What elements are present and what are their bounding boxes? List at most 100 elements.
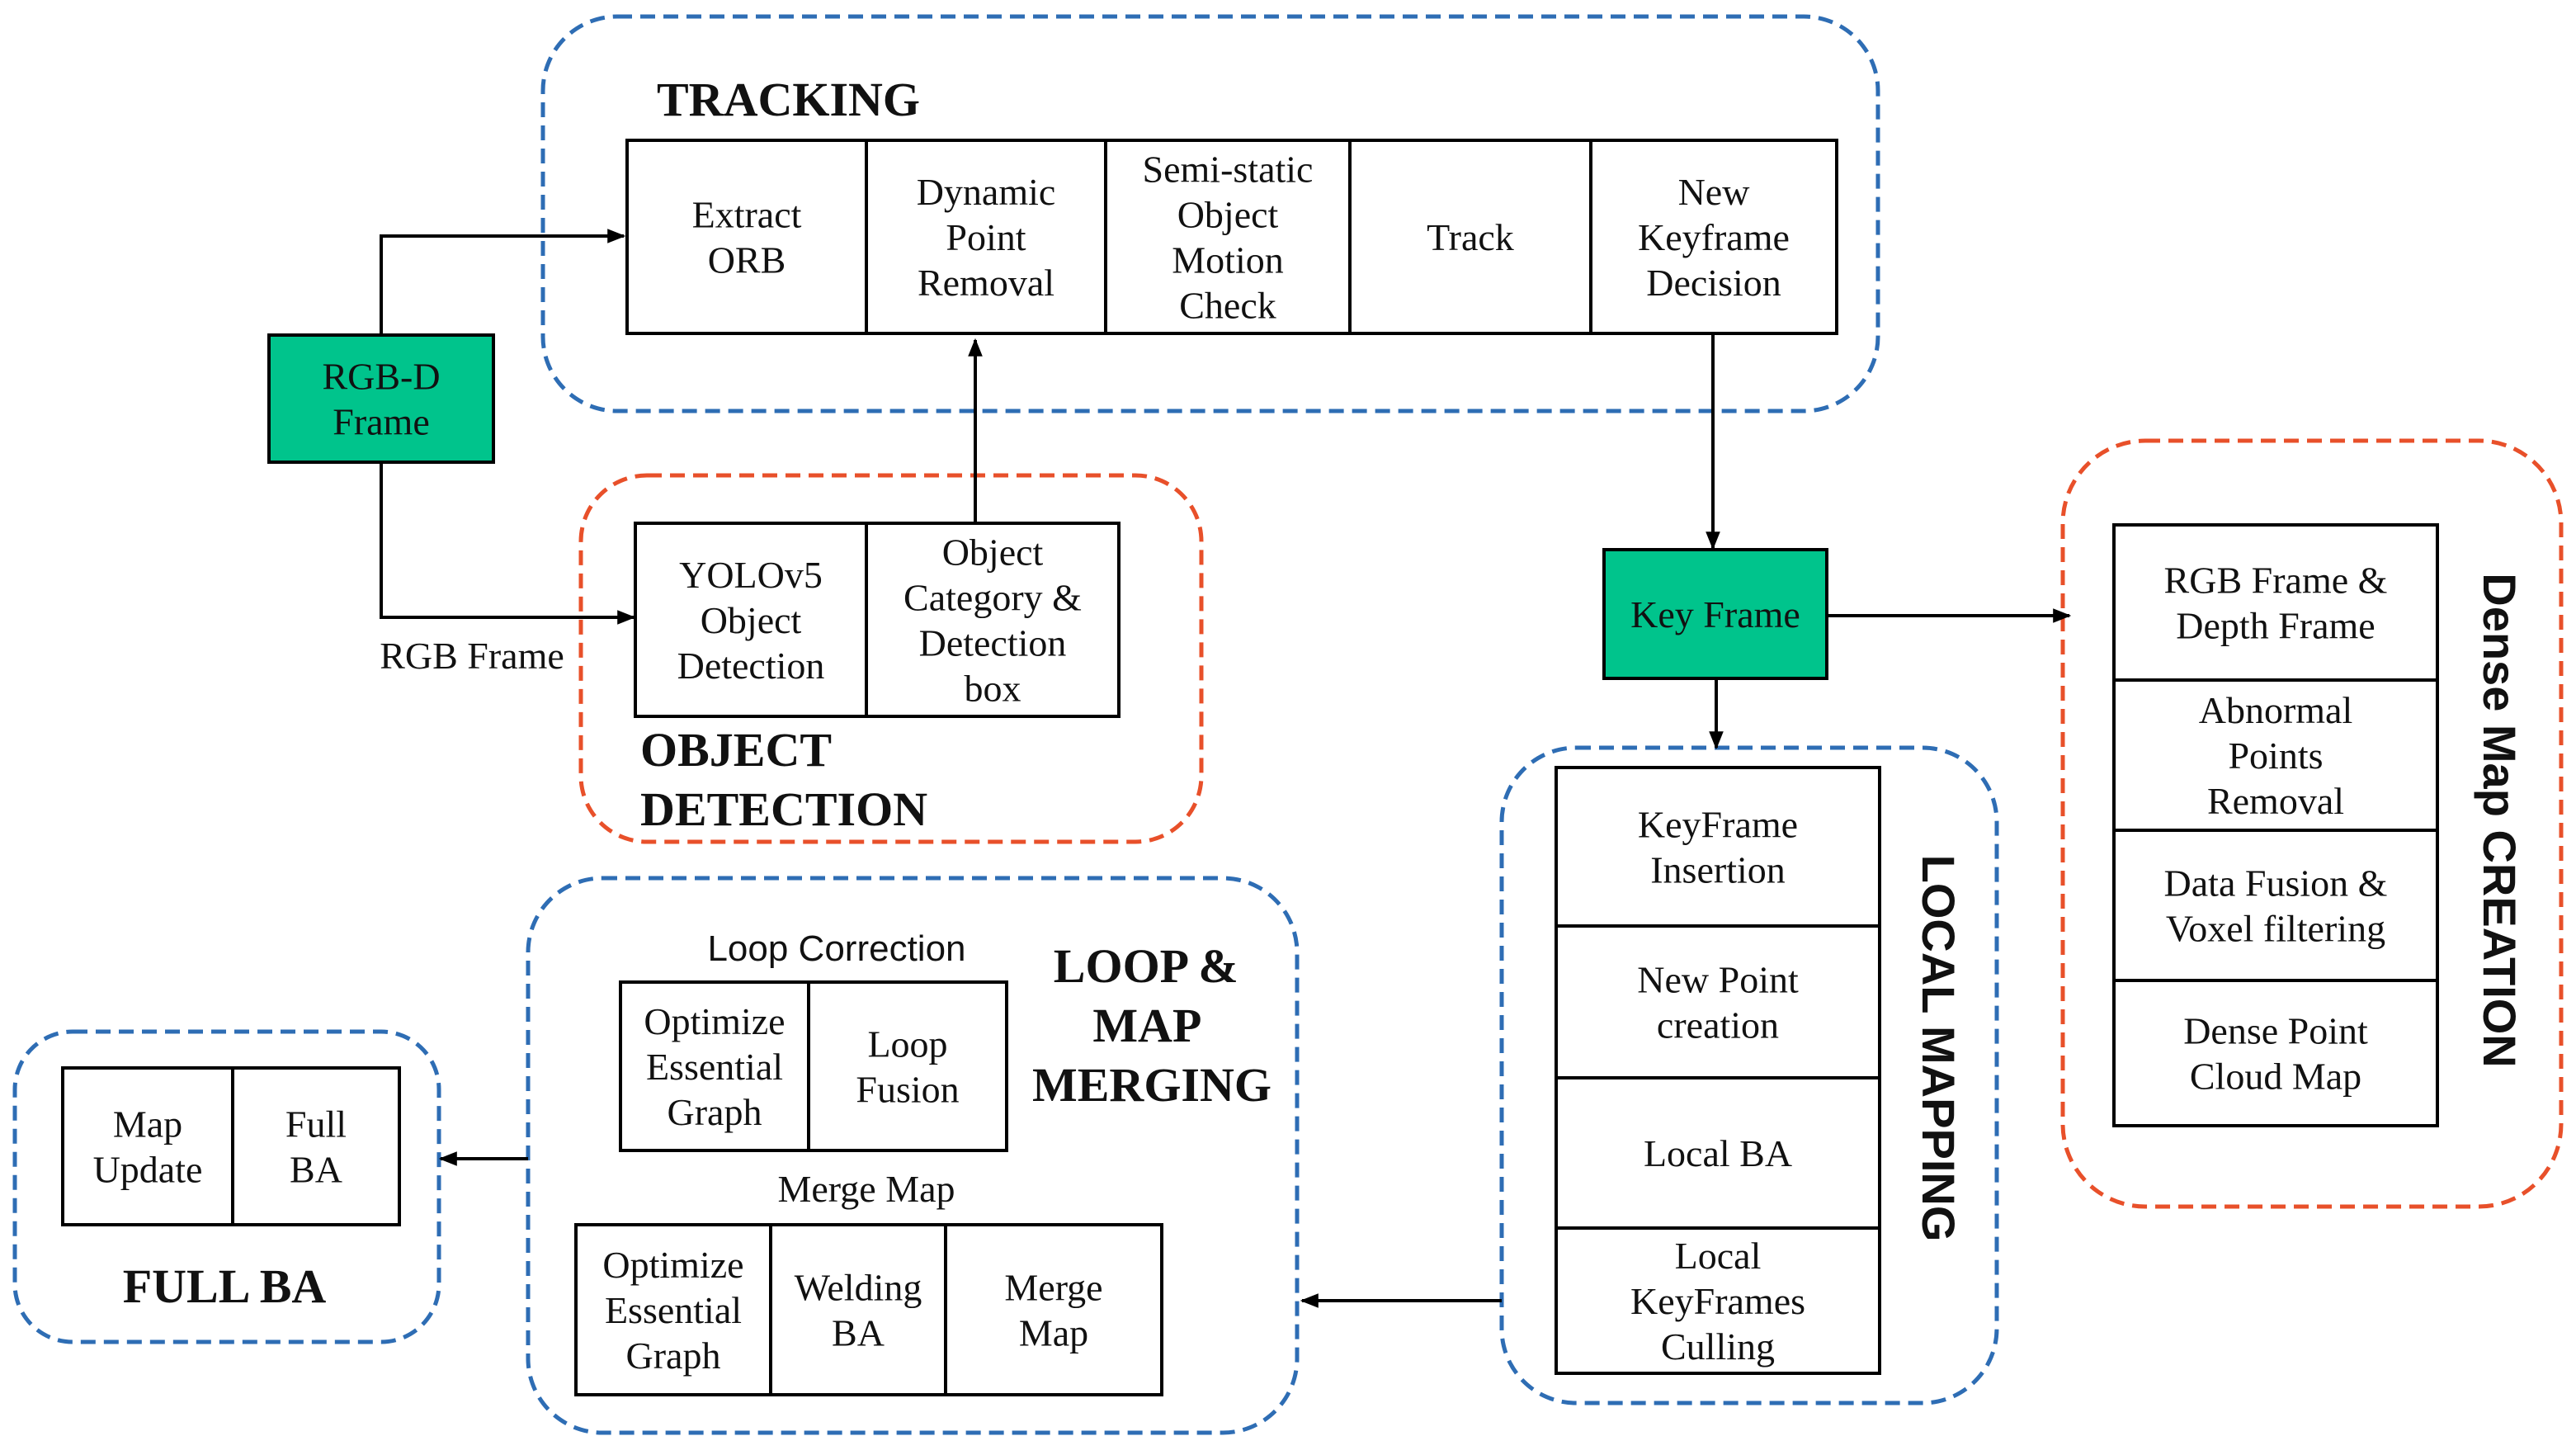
local-mapping-title: LOCAL MAPPING [1913, 855, 1965, 1242]
tracking-step-2-label-line-3: Removal [918, 262, 1054, 304]
object-detection-title: OBJECT DETECTION [640, 723, 927, 836]
key-frame-label: Key Frame [1630, 593, 1800, 635]
local-mapping-step-4-label-line-2: KeyFrames [1630, 1280, 1805, 1322]
arrow-rgbd-to-extract-orb [380, 229, 626, 335]
rgbd-frame-label-line-1: RGB-D [322, 356, 440, 398]
object-detection-title-line-1: OBJECT [640, 723, 831, 777]
tracking-step-4-label-line-1: Track [1427, 216, 1514, 258]
full-ba-step-2-label-line-1: Full [285, 1103, 347, 1146]
object-detection-step-1-label-line-2: Object [701, 599, 802, 641]
dense-map-step-2-label-line-1: Abnormal [2199, 689, 2353, 731]
local-mapping-step-1-box [1555, 766, 1881, 928]
tracking-step-5-box [1589, 139, 1838, 335]
tracking-step-4-label: Track [1427, 216, 1514, 258]
local-mapping-step-4-box [1555, 1226, 1881, 1375]
object-detection-step-1-box [634, 522, 868, 718]
loop-correction-step-1-label-line-3: Graph [668, 1091, 762, 1133]
tracking-step-5-label-line-3: Decision [1646, 262, 1781, 304]
full-ba-step-1-box [61, 1066, 234, 1226]
loop-correction-step-2-label-line-1: Loop [867, 1023, 947, 1065]
local-mapping-step-2-label-line-2: creation [1657, 1004, 1779, 1046]
full-ba-step-1-label-line-1: Map [113, 1103, 182, 1146]
object-detection-group [578, 473, 1204, 844]
full-ba-group [12, 1029, 441, 1344]
merge-map-step-3-label-line-1: Merge [1004, 1267, 1102, 1309]
rgb-frame-label: RGB Frame [380, 635, 564, 677]
dense-map-step-3-label-line-2: Voxel filtering [2166, 908, 2385, 950]
full-ba-title: FULL BA [123, 1259, 327, 1313]
local-mapping-step-4-label-line-3: Culling [1661, 1325, 1775, 1368]
merge-map-step-1-label-line-2: Essential [605, 1289, 742, 1331]
merge-map-step-1-label-line-1: Optimize [602, 1244, 743, 1286]
merge-map-step-1-box [574, 1223, 772, 1396]
object-detection-step-2-label-line-2: Category & [903, 577, 1082, 619]
dense-map-step-3-label: Data Fusion &Voxel filtering [2164, 862, 2388, 950]
tracking-step-3-box [1104, 139, 1352, 335]
dense-map-step-1-label: RGB Frame &Depth Frame [2164, 560, 2388, 647]
local-mapping-group [1499, 745, 1999, 1405]
loop-correction-step-1-box [619, 980, 810, 1152]
loop-correction-step-1-label-line-1: Optimize [644, 1000, 785, 1042]
dense-map-title: Dense Map CREATION [2474, 573, 2526, 1067]
merge-map-step-2-box [769, 1223, 947, 1396]
dense-map-step-1-box [2112, 523, 2439, 682]
tracking-step-3-label-line-4: Check [1179, 285, 1276, 327]
loop-merging-title-line-1: LOOP & [1054, 939, 1238, 993]
local-mapping-step-1-label-line-2: Insertion [1650, 849, 1786, 891]
local-mapping-step-2-box [1555, 924, 1881, 1079]
dense-map-step-4-label-line-2: Cloud Map [2190, 1056, 2361, 1098]
dense-map-step-3-label-line-1: Data Fusion & [2164, 862, 2388, 905]
dense-map-step-1-label-line-1: RGB Frame & [2164, 560, 2388, 602]
tracking-step-3-label-line-3: Motion [1172, 239, 1283, 281]
connectors [380, 229, 2072, 1308]
dense-map-step-2-label-line-3: Removal [2207, 780, 2344, 822]
merge-map-step-1-label-line-3: Graph [626, 1335, 721, 1377]
merge-map-step-2-label-line-2: BA [832, 1312, 885, 1354]
rgbd-frame-label-line-2: Frame [333, 401, 430, 443]
loop-merging-title: LOOP & MAP MERGING [1032, 939, 1271, 1112]
merge-map-label: Merge Map [777, 1168, 955, 1210]
tracking-step-3-label-line-2: Object [1177, 194, 1279, 236]
merge-map-step-3-label-line-2: Map [1019, 1312, 1088, 1354]
full-ba-step-1-label-line-2: Update [93, 1149, 203, 1191]
tracking-step-5-label-line-2: Keyframe [1638, 216, 1790, 258]
dense-map-step-4-label-line-1: Dense Point [2183, 1010, 2368, 1052]
loop-correction-label: Loop Correction [707, 928, 965, 969]
object-detection-title-line-2: DETECTION [640, 782, 927, 836]
tracking-step-2-label-line-1: Dynamic [917, 171, 1056, 213]
loop-merging-group [526, 876, 1300, 1435]
merge-map-step-3-box [944, 1223, 1163, 1396]
dense-map-step-1-label-line-2: Depth Frame [2176, 605, 2375, 647]
key-frame-box [1602, 548, 1828, 680]
tracking-step-2-box [865, 139, 1107, 335]
object-detection-step-2-box [865, 522, 1121, 718]
tracking-step-3-label-line-1: Semi-static [1143, 149, 1314, 191]
dense-map-step-3-box [2112, 829, 2439, 982]
tracking-step-1-label-line-2: ORB [708, 239, 786, 281]
loop-merging-title-line-3: MERGING [1032, 1058, 1271, 1112]
rgbd-frame-box [267, 333, 495, 464]
tracking-step-4-box [1348, 139, 1592, 335]
object-detection-step-1-label-line-1: YOLOv5 [679, 554, 823, 596]
tracking-step-1-box [625, 139, 868, 335]
local-mapping-step-3-box [1555, 1076, 1881, 1230]
dense-map-step-2-label-line-2: Points [2228, 735, 2323, 777]
full-ba-step-2-label-line-2: BA [290, 1149, 342, 1191]
